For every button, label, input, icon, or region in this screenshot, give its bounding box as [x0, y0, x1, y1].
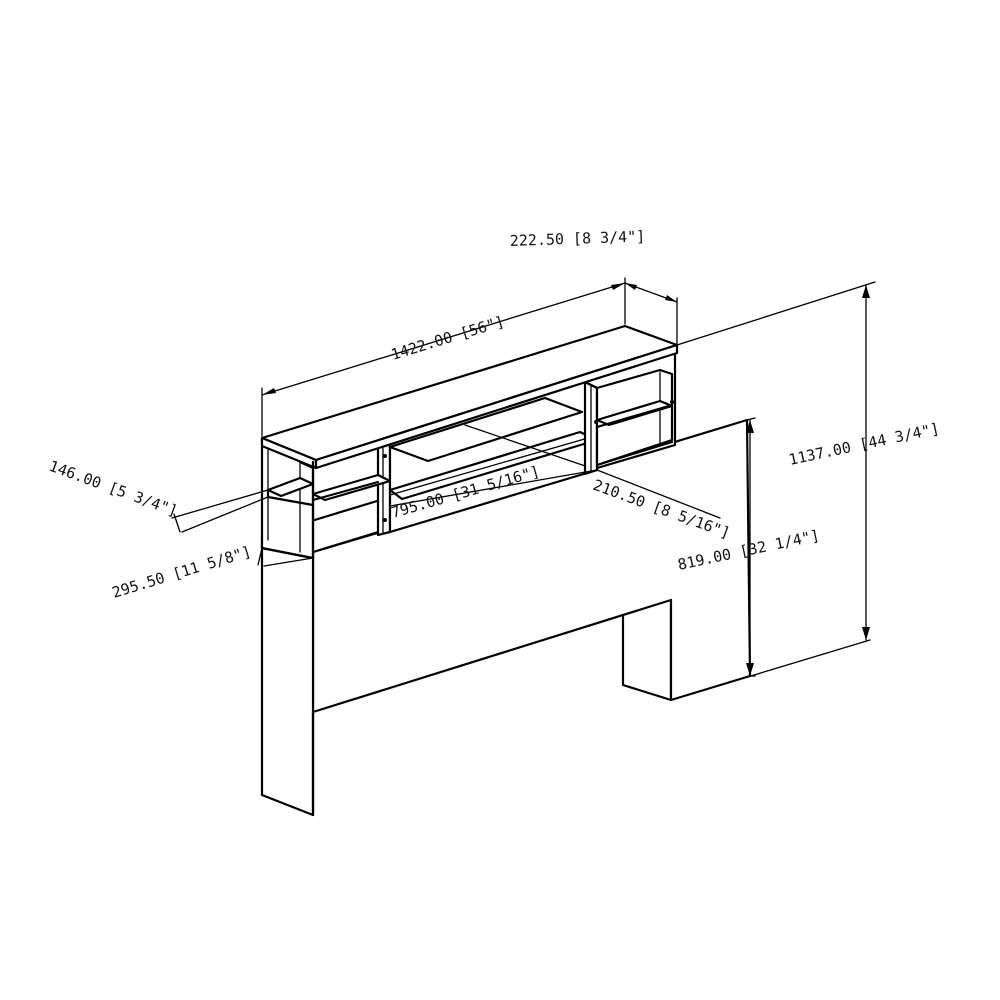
side-depth-label: 295.50 [11 5/8"] [110, 542, 253, 601]
depth-dimension-label: 222.50 [8 3/4"] [510, 227, 646, 250]
total-height-label: 1137.00 [44 3/4"] [787, 419, 941, 469]
bookcase-headboard [260, 324, 679, 560]
headboard-panel [260, 418, 752, 817]
dimension-lines [171, 277, 876, 701]
shelf-spacing-label: 146.00 [5 3/4"] [47, 457, 180, 520]
width-dimension-label: 1422.00 [56"] [389, 312, 507, 364]
